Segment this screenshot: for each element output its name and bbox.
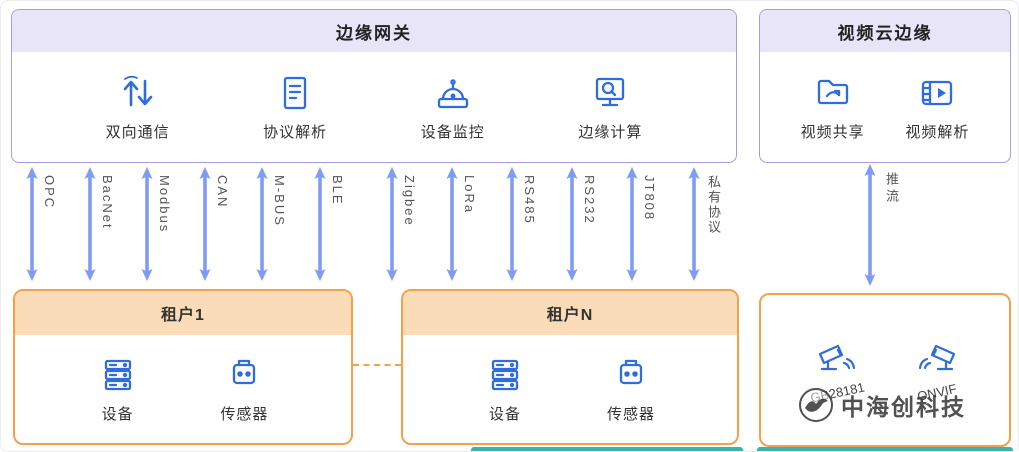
- protocol-label: LoRa: [462, 175, 477, 215]
- feature-label: 视频解析: [905, 123, 970, 141]
- device-monitor-icon: [437, 78, 468, 108]
- video-share-icon: [817, 79, 848, 104]
- item-label: 传感器: [606, 405, 655, 423]
- double-arrow-icon: [314, 167, 326, 281]
- cutoff-teal-strip: [471, 447, 743, 451]
- double-arrow-icon: [446, 167, 458, 281]
- tenant-1-items: 设备 传感器: [15, 335, 351, 443]
- server-icon: [491, 359, 519, 390]
- double-arrow-icon: [864, 164, 876, 286]
- protocol-link-rs485: RS485: [505, 167, 537, 281]
- feature-bidirectional-comm: 双向通信: [106, 73, 170, 142]
- item-onvif: ONVIF: [914, 341, 960, 403]
- protocol-link-lora: LoRa: [445, 167, 477, 281]
- tenant-1-title: 租户1: [15, 291, 351, 335]
- edge-gateway-title: 边缘网关: [12, 10, 736, 52]
- protocol-link-private: 私有协议: [687, 167, 723, 281]
- double-arrow-icon: [199, 167, 211, 281]
- protocol-label: JT808: [642, 175, 657, 222]
- protocol-label: M-BUS: [272, 175, 287, 227]
- double-arrow-icon: [26, 167, 38, 281]
- feature-device-monitor: 设备监控: [421, 73, 485, 142]
- double-arrow-icon: [84, 167, 96, 281]
- video-parse-icon: [922, 80, 953, 105]
- double-arrow-icon: [386, 167, 398, 281]
- cctv-camera-icon: [819, 344, 856, 370]
- item-label: 设备: [488, 405, 521, 423]
- feature-video-parse: 视频解析: [905, 73, 969, 142]
- cutoff-teal-strip: [757, 447, 1013, 451]
- protocol-label: RS232: [582, 175, 597, 225]
- edge-gateway-panel: 边缘网关 双向通信 协议解析: [11, 9, 737, 163]
- feature-edge-computing: 边缘计算: [578, 73, 642, 142]
- protocol-link-bacnet: BacNet: [83, 167, 115, 281]
- item-device: 设备: [98, 355, 138, 424]
- protocol-link-modbus: Modbus: [140, 167, 172, 281]
- protocol-label: Modbus: [157, 175, 172, 234]
- edge-computing-icon: [596, 77, 625, 106]
- video-cloud-edge-title: 视频云边缘: [760, 10, 1010, 52]
- feature-label: 双向通信: [105, 123, 170, 141]
- protocol-link-zigbee: Zigbee: [385, 167, 417, 281]
- watermark-text: 中海创科技: [841, 394, 966, 420]
- protocol-label: 私有协议: [706, 175, 721, 235]
- protocol-document-icon: [284, 76, 307, 109]
- protocol-link-jt808: JT808: [625, 167, 657, 281]
- protocol-label: RS485: [522, 175, 537, 225]
- server-icon: [104, 359, 131, 390]
- double-arrow-icon: [688, 167, 700, 281]
- tenant-n-box: 租户N 设备 传感器: [401, 289, 739, 445]
- sensor-icon: [233, 359, 256, 384]
- protocol-link-can: CAN: [198, 167, 230, 281]
- feature-protocol-parse: 协议解析: [263, 73, 327, 142]
- protocol-link-mbus: M-BUS: [255, 167, 287, 281]
- video-devices-box: GB28181 ONVIF: [759, 293, 1011, 447]
- item-label: 传感器: [220, 405, 269, 423]
- tenant-n-title: 租户N: [403, 291, 737, 335]
- stream-label: 推流: [884, 172, 899, 206]
- video-cloud-edge-panel: 视频云边缘 视频共享 视频解析: [759, 9, 1011, 163]
- stream-link: 推流: [863, 164, 901, 286]
- protocol-label: BLE: [330, 175, 345, 206]
- sensor-icon: [619, 359, 643, 384]
- tenant-connector-dashed-line: [353, 364, 401, 366]
- feature-video-share: 视频共享: [801, 73, 865, 142]
- tenant-n-items: 设备 传感器: [403, 335, 737, 443]
- edge-gateway-features: 双向通信 协议解析 设备监控: [12, 52, 736, 162]
- feature-label: 协议解析: [263, 123, 328, 141]
- double-arrow-icon: [506, 167, 518, 281]
- protocol-link-ble: BLE: [313, 167, 345, 281]
- feature-label: 视频共享: [800, 123, 865, 141]
- cctv-camera-icon: [918, 344, 956, 370]
- tenant-1-box: 租户1 设备 传感器: [13, 289, 353, 445]
- double-arrow-icon: [626, 167, 638, 281]
- item-gb28181: GB28181: [809, 341, 866, 405]
- video-cloud-edge-features: 视频共享 视频解析: [760, 52, 1010, 162]
- double-arrow-icon: [141, 167, 153, 281]
- item-sensor: 传感器: [607, 355, 655, 424]
- double-arrow-icon: [566, 167, 578, 281]
- item-label: 设备: [101, 405, 134, 423]
- feature-label: 边缘计算: [578, 123, 643, 141]
- watermark: 中海创科技: [797, 386, 966, 424]
- protocol-link-rs232: RS232: [565, 167, 597, 281]
- protocol-label: OPC: [42, 175, 57, 210]
- bird-logo-icon: [799, 388, 833, 422]
- protocol-link-opc: OPC: [25, 167, 57, 281]
- protocol-label: CAN: [215, 175, 230, 209]
- item-sensor: 传感器: [220, 355, 268, 424]
- protocol-label: BacNet: [100, 175, 115, 230]
- feature-label: 设备监控: [420, 123, 485, 141]
- double-arrow-icon: [256, 167, 268, 281]
- bidirectional-arrows-icon: [123, 75, 152, 106]
- item-device: 设备: [485, 355, 525, 424]
- protocol-label: Zigbee: [402, 175, 417, 227]
